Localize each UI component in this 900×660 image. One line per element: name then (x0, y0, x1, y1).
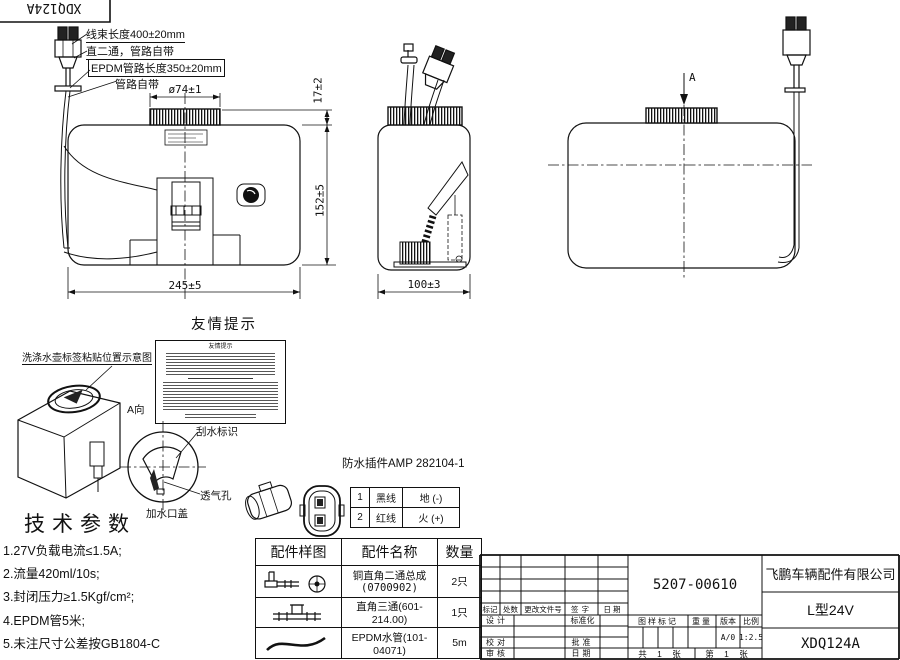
note-harness-length: 线束长度400±20mm (86, 26, 185, 43)
tb-stamp-scale: 比例 (743, 616, 759, 626)
dim-cap-diameter: ø74±1 (168, 83, 202, 96)
corner-stamp-box (0, 0, 111, 23)
wiper-mark-label: 刮水标识 (196, 426, 238, 438)
pin-2-polarity: 火 (+) (402, 507, 460, 528)
part-3-name: EPDM水管(101-04071) (341, 627, 438, 659)
connector-face-view (299, 485, 345, 537)
pump-assembly-front (129, 177, 241, 266)
reminder-label-title: 友情提示 (208, 344, 233, 350)
harness-connector-rear (777, 16, 811, 263)
vent-hole-icon (156, 488, 165, 495)
cap-top-view (120, 421, 206, 513)
tb-stamp-weight: 重量 (692, 616, 712, 626)
reminder-label-divider (188, 378, 253, 379)
dim-tank-height: 152±5 (313, 183, 327, 218)
dim-tank-width: 245±5 (168, 279, 202, 292)
connector-title: 防水插件AMP 282104-1 (342, 458, 465, 470)
brand-emblem-icon (236, 183, 266, 207)
parts-header-qty: 数量 (437, 538, 482, 566)
reminder-label-footer (185, 414, 256, 418)
part-1-qty: 2只 (437, 565, 482, 598)
reminder-label: 友情提示 (155, 340, 286, 424)
parts-header-sample: 配件样图 (255, 538, 342, 566)
tb-product-name: L型24V (807, 602, 854, 618)
tb-rev-mark: 标记 (482, 604, 498, 614)
note-pipe-included: 管路自带 (115, 79, 159, 91)
dimension-lines-front (67, 93, 336, 299)
part-1-code: (0700902) (361, 581, 418, 594)
part-2-name: 直角三通(601-214.00) (341, 597, 438, 628)
pin-1-polarity: 地 (-) (402, 487, 460, 508)
dim-cap-height: 17±2 (311, 77, 325, 104)
tb-sheets-total: 共 1 张 (638, 648, 685, 659)
corner-part-number: XDQ124A (26, 0, 82, 15)
epdm-hose-icon (255, 627, 342, 659)
elbow-fitting-icon (255, 565, 342, 598)
tb-scale-value: 1:2.5 (738, 633, 764, 642)
dim-tank-depth: 100±3 (407, 278, 441, 291)
tech-param-5: 5.未注尺寸公差按GB1804-C (3, 637, 160, 651)
label-position-caption: 洗涤水壶标签粘贴位置示意图 (22, 349, 152, 365)
harness-connector-front (54, 26, 82, 249)
tee-fitting-icon (255, 597, 342, 628)
pin-2-no: 2 (350, 507, 370, 528)
vent-hole-label: 透气孔 (200, 490, 232, 502)
tb-role-audit: 审核 (486, 649, 508, 658)
dimension-lines-side (377, 274, 471, 299)
tb-version-value: A/0 (720, 633, 736, 642)
tech-param-1: 1.27V负载电流≤1.5A; (3, 544, 122, 558)
tb-role-design: 设计 (486, 616, 508, 625)
pin-1-wire: 黑线 (369, 487, 403, 508)
connector-pin-table: 1 黑线 地 (-) 2 红线 火 (+) (350, 487, 460, 528)
connector-3d-view (245, 481, 293, 520)
reminder-label-en-text (163, 382, 278, 412)
side-view (377, 43, 471, 271)
tb-rev-sign: 签字 (571, 604, 592, 614)
front-view (63, 93, 301, 302)
isometric-view (17, 365, 121, 499)
note-epdm-length: EPDM管路长度350±20mm (88, 59, 225, 77)
wiper-sector-icon (142, 446, 182, 484)
pin-1-no: 1 (350, 487, 370, 508)
tech-param-3: 3.封闭压力≥1.5Kgf/cm²; (3, 590, 135, 604)
tb-role-standard: 标准化 (570, 616, 595, 625)
tb-rev-file: 更改文件号 (524, 604, 562, 614)
tech-param-4: 4.EPDM管5米; (3, 614, 85, 628)
part-2-qty: 1只 (437, 597, 482, 628)
filler-cap-label: 加水口盖 (146, 508, 188, 520)
note-leaders (67, 33, 118, 98)
wiper-blade-icon (150, 469, 159, 491)
view-a-arrow-label: A (689, 71, 696, 84)
harness-connector-side (421, 44, 456, 90)
tb-stamp-stage: 图样标记 (638, 616, 678, 626)
tb-role-date: 日期 (571, 649, 594, 658)
view-a-label: A向 (127, 404, 145, 416)
note-straight-union: 直二通，管路自带 (86, 43, 174, 60)
tb-role-check: 校对 (486, 638, 508, 647)
part-1-name: 铜直角二通总成 (352, 569, 427, 582)
tb-stamp-version: 版本 (720, 616, 736, 626)
tech-param-2: 2.流量420ml/10s; (3, 567, 100, 581)
parts-table: 配件样图 配件名称 数量 铜直角二通总成 (0700902) 2只 (255, 538, 482, 659)
tb-part-number: XDQ124A (800, 635, 860, 652)
rear-view (548, 16, 812, 278)
tb-company-name: 飞鹏车辆配件有限公司 (765, 567, 896, 582)
view-a-arrow-icon (680, 94, 688, 105)
pin-2-wire: 红线 (369, 507, 403, 528)
tb-drawing-number: 5207-00610 (652, 577, 738, 593)
reminder-heading: 友情提示 (191, 317, 257, 333)
part-3-qty: 5m (437, 627, 482, 659)
parts-header-name: 配件名称 (341, 538, 438, 566)
tank-label (164, 129, 208, 146)
reminder-label-cn-text (166, 353, 275, 375)
tech-params-title: 技术参数 (24, 513, 136, 536)
tb-sheet-number: 第 1 张 (705, 648, 752, 659)
tb-role-approve: 批准 (571, 638, 594, 647)
tb-rev-date: 日期 (603, 604, 623, 614)
wiper-icon (63, 389, 83, 404)
tb-rev-count: 处数 (503, 604, 518, 614)
